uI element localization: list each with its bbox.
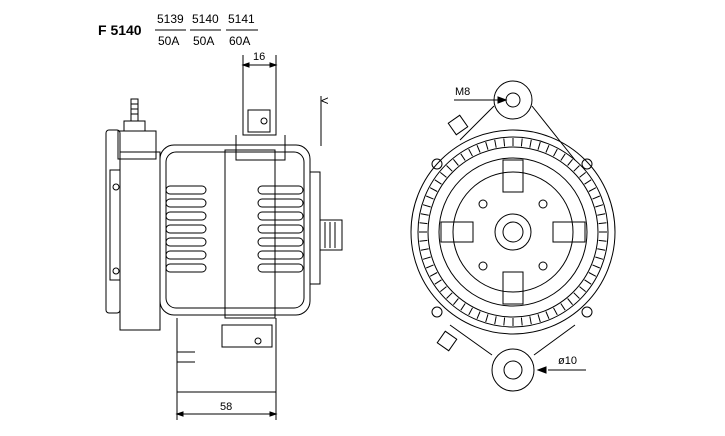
- cooling-slot: [567, 158, 573, 166]
- cooling-slot: [560, 303, 566, 311]
- cooling-slot: [453, 158, 459, 166]
- cooling-slot: [529, 316, 532, 325]
- cooling-slot: [446, 165, 453, 172]
- variant-2-code: 5140: [192, 12, 219, 26]
- variant-1-code: 5139: [157, 12, 184, 26]
- body-length-dimension: 58: [220, 401, 233, 413]
- cooling-slot: [460, 303, 466, 311]
- cooling-slot: [485, 314, 489, 323]
- cooling-slot: [573, 165, 580, 172]
- cooling-slot: [468, 148, 473, 157]
- cooling-slot: [579, 172, 587, 178]
- cooling-slot: [592, 195, 600, 200]
- cooling-slot: [592, 264, 600, 269]
- cooling-slot: [529, 139, 532, 148]
- cooling-slot: [560, 153, 566, 161]
- variant-1-rating: 50A: [158, 34, 180, 48]
- cooling-slot: [419, 239, 428, 242]
- cooling-slot: [494, 139, 497, 148]
- cooling-slot: [598, 239, 607, 242]
- cooling-slot: [434, 179, 442, 185]
- cooling-slot: [503, 317, 506, 326]
- cooling-slot: [595, 204, 604, 208]
- cooling-slot: [429, 187, 438, 192]
- cooling-slot: [537, 314, 541, 323]
- side-view: [105, 55, 343, 420]
- cooling-slot: [573, 292, 580, 299]
- cooling-slot: [553, 148, 558, 157]
- cooling-slot: [567, 298, 573, 306]
- cooling-slot: [426, 195, 434, 200]
- variant-2-rating: 50A: [193, 34, 215, 48]
- cooling-slot: [494, 316, 497, 325]
- cooling-slot: [453, 298, 459, 306]
- cooling-slot: [429, 272, 438, 277]
- cooling-slot: [597, 248, 606, 251]
- cooling-slot: [584, 179, 592, 185]
- cooling-slot: [588, 187, 597, 192]
- bracket-width-dimension: 16: [253, 51, 266, 63]
- cooling-slot: [419, 222, 428, 225]
- cooling-slot: [420, 248, 429, 251]
- cooling-slot: [439, 172, 447, 178]
- cooling-slot: [545, 311, 550, 319]
- hole-diameter-label: ø10: [558, 355, 577, 367]
- cooling-slot: [520, 317, 523, 326]
- cooling-slot: [426, 264, 434, 269]
- cooling-slot: [476, 311, 481, 319]
- cooling-slot: [422, 204, 431, 208]
- cooling-slot: [476, 145, 481, 153]
- cooling-slot: [460, 153, 466, 161]
- cooling-slot: [420, 213, 429, 216]
- cooling-slot: [598, 222, 607, 225]
- cooling-slot: [588, 272, 597, 277]
- cooling-slot: [597, 213, 606, 216]
- front-view: [410, 80, 616, 392]
- cooling-slot: [545, 145, 550, 153]
- arrow-marker: <: [321, 93, 329, 108]
- model-title: F 5140: [98, 22, 142, 38]
- variant-3-rating: 60A: [229, 34, 251, 48]
- cooling-slot: [446, 292, 453, 299]
- cooling-slot: [439, 286, 447, 292]
- cooling-slot: [434, 279, 442, 285]
- cooling-slot: [553, 307, 558, 316]
- cooling-slot: [579, 286, 587, 292]
- cooling-slot: [595, 256, 604, 260]
- thread-label: M8: [455, 86, 471, 98]
- cooling-slot: [503, 138, 506, 147]
- cooling-slot: [584, 279, 592, 285]
- cooling-slot: [422, 256, 431, 260]
- cooling-slot: [520, 138, 523, 147]
- cooling-slot: [485, 141, 489, 150]
- variant-3-code: 5141: [228, 12, 255, 26]
- cooling-slot: [537, 141, 541, 150]
- cooling-slot: [468, 307, 473, 316]
